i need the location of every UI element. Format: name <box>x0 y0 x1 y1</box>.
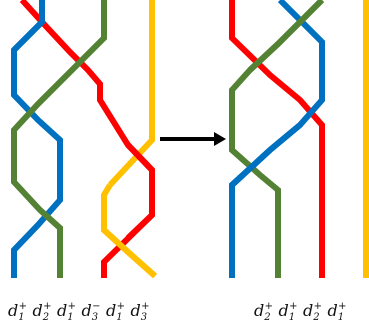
left-cross-over-2 <box>125 142 155 241</box>
left-word-generator-2: d2+ <box>33 301 52 323</box>
right-word-generator-4: d1+ <box>328 301 347 323</box>
right-arrow-icon <box>160 132 226 146</box>
left-cross-over-1 <box>11 0 45 53</box>
right-word-label: d2+ d1+ d2+ d1+ <box>254 301 347 323</box>
right-word-generator-1: d2+ <box>254 301 273 323</box>
left-word-generator-4: d3− <box>82 301 101 323</box>
right-cross-over-1 <box>247 0 325 73</box>
right-word-generator-2: d1+ <box>279 301 298 323</box>
right-cross-over-2 <box>229 122 302 278</box>
left-strand-yellow-lower <box>101 183 157 279</box>
right-strand-red <box>229 0 325 278</box>
left-braid <box>11 0 157 279</box>
left-word-generator-1: d1+ <box>8 301 27 323</box>
left-word-generator-5: d1+ <box>106 301 125 323</box>
left-strand-green <box>11 0 107 278</box>
right-braid <box>229 0 369 278</box>
left-word-label: d1+ d2+ d1+ d3− d1+ d3+ <box>8 301 150 323</box>
left-strand-yellow <box>107 0 155 188</box>
left-word-generator-3: d1+ <box>57 301 76 323</box>
right-word-generator-3: d2+ <box>303 301 322 323</box>
left-word-generator-6: d3+ <box>131 301 150 323</box>
left-cross-over-3 <box>101 227 157 279</box>
